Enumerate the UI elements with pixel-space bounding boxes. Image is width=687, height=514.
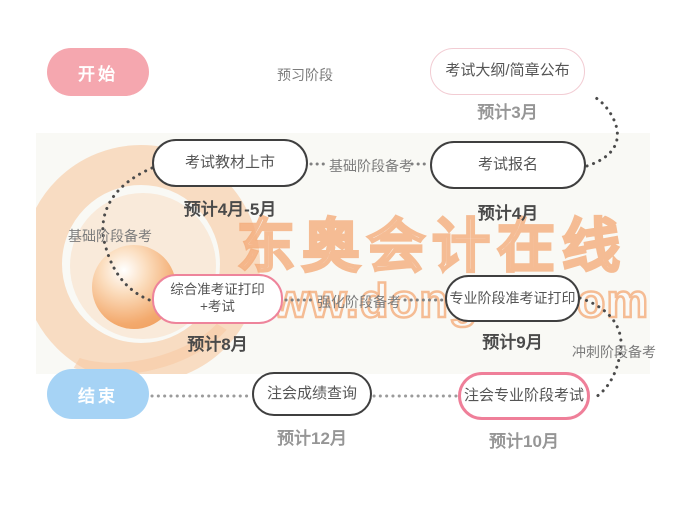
comprehensive-exam-eta: 预计8月	[187, 335, 248, 354]
exam-registration-eta: 预计4月	[477, 204, 539, 223]
comprehensive-exam-line2: +考试	[200, 299, 235, 314]
comprehensive-exam-line1: 综合准考证打印	[170, 282, 265, 298]
end-pill: 结束	[47, 369, 149, 419]
watermark-brand-text: 东奥会计在线	[236, 213, 627, 281]
outline-publish-eta: 预计3月	[477, 103, 538, 122]
watermark-url-text: www.dongao.com	[234, 273, 650, 329]
professional-ticket-print-eta: 预计9月	[482, 333, 543, 352]
score-inquiry-node: 注会成绩查询	[252, 372, 372, 416]
intensive-prep-label: 强化阶段备考	[317, 294, 401, 310]
score-inquiry-eta: 预计12月	[277, 429, 347, 448]
comprehensive-exam-node: 综合准考证打印 +考试	[152, 274, 283, 324]
start-pill: 开始	[47, 48, 149, 96]
professional-exam-eta: 预计10月	[489, 432, 559, 451]
textbook-release-eta: 预计4月-5月	[183, 200, 277, 219]
exam-registration-node: 考试报名	[430, 141, 586, 189]
preview-stage-label: 预习阶段	[250, 65, 360, 85]
professional-ticket-print-node: 专业阶段准考证打印	[445, 275, 580, 322]
sprint-prep-label: 冲刺阶段备考	[572, 344, 656, 360]
basic-prep-top-label: 基础阶段备考	[329, 158, 413, 174]
professional-exam-node: 注会专业阶段考试	[458, 372, 590, 420]
basic-prep-left-label: 基础阶段备考	[68, 228, 152, 244]
outline-publish-node: 考试大纲/简章公布	[430, 48, 585, 95]
textbook-release-node: 考试教材上市	[152, 139, 308, 187]
